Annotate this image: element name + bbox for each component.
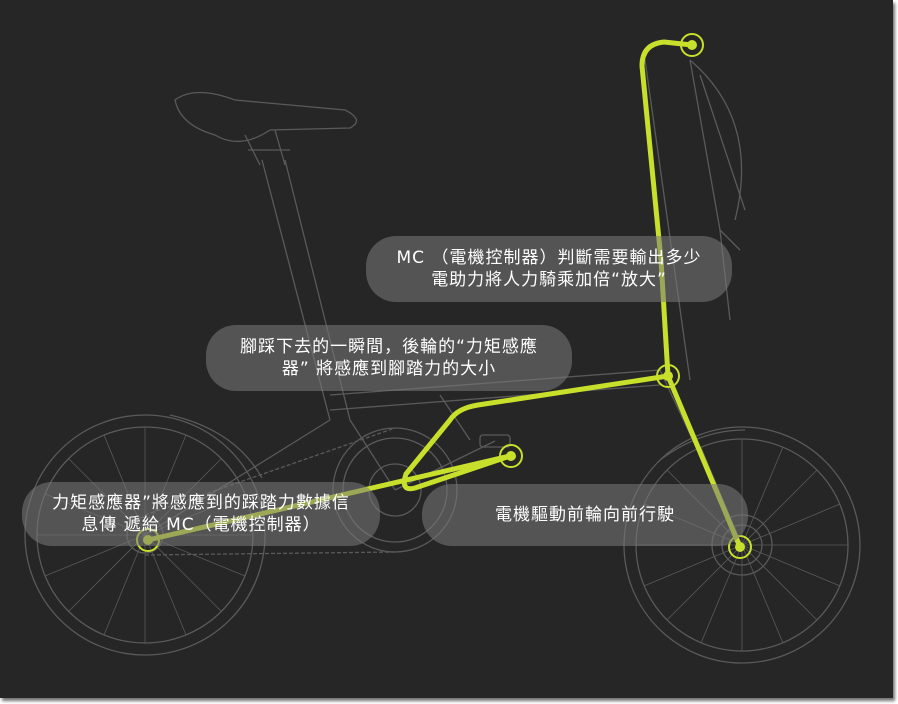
motor-annotation-line1: 電機驅動前輪向前行駛 [495,505,675,525]
mc-annotation-line1: MC （電機控制器）判斷需要輸出多少 [396,248,702,268]
controller-node [656,364,680,388]
motor-annotation: 電機驅動前輪向前行駛 [422,484,748,546]
mc-annotation-line2: 電助力將人力騎乘加倍“放大” [431,270,667,290]
pedal-annotation-line2: 器” 將感應到腳踏力的大小 [281,359,497,379]
pedal-annotation-line1: 腳踩下去的一瞬間，後輪的“力矩感應 [240,337,538,357]
sensor-annotation-line1: 力矩感應器”將感應到的踩踏力數據信 [52,493,350,513]
sensor-annotation: 力矩感應器”將感應到的踩踏力數據信 息傳 遞給 MC（電機控制器） [22,482,380,546]
front-fender [659,429,746,461]
pedal [394,434,511,491]
pedal-annotation: 腳踩下去的一瞬間，後輪的“力矩感應 器” 將感應到腳踏力的大小 [206,325,572,391]
pedal-to-controller-line [401,373,671,492]
handlebar-node [680,33,704,57]
saddle [174,91,357,166]
controller-line [639,39,695,379]
pedal-node [499,444,523,468]
rear-fender [169,414,263,479]
sensor-annotation-line2: 息傳 遞給 MC（電機控制器） [81,515,321,535]
mc-annotation: MC （電機控制器）判斷需要輸出多少 電助力將人力騎乘加倍“放大” [366,236,732,302]
